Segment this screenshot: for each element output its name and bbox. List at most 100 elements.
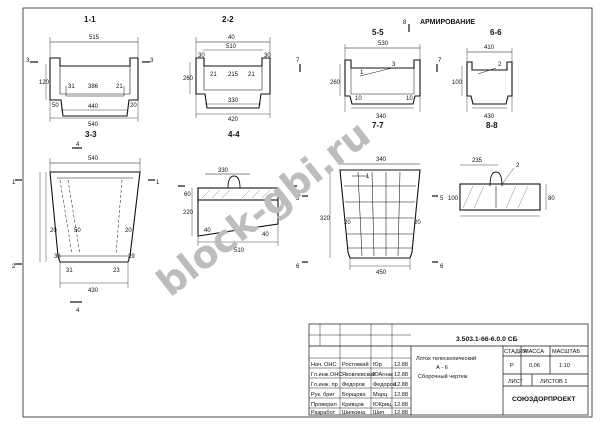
title-line-2: А - 6 xyxy=(436,365,448,371)
dim-21-b: 21 xyxy=(210,72,217,78)
dim-23: 23 xyxy=(113,268,120,274)
dim-430-b: 430 xyxy=(88,288,99,294)
dim-40: 40 xyxy=(228,35,235,41)
dim-330: 330 xyxy=(228,98,239,104)
mark-4-bottom: 4 xyxy=(76,308,80,314)
sheets-label: ЛИСТОВ 1 xyxy=(540,379,567,385)
role-5: Разработ xyxy=(311,410,336,416)
mark-3-left: 3 xyxy=(26,58,30,64)
pos-3: 3 xyxy=(392,62,396,68)
arm-label: АРМИРОВАНИЕ xyxy=(420,19,475,26)
dim-20: 20 xyxy=(130,103,137,109)
dim-510: 510 xyxy=(226,44,237,50)
date-3: 12.88 xyxy=(394,392,408,398)
dim-440: 440 xyxy=(88,104,99,110)
dim-40-b: 40 xyxy=(204,228,211,234)
dim-21: 21 xyxy=(116,84,123,90)
title-2-2: 2-2 xyxy=(222,15,234,24)
dim-420: 420 xyxy=(228,117,239,123)
stage-value: Р xyxy=(510,363,514,369)
dim-120: 120 xyxy=(39,80,50,86)
date-0: 12.88 xyxy=(394,362,408,368)
sheet-label: ЛИСТ xyxy=(508,379,524,385)
dim-320: 320 xyxy=(320,216,331,222)
mark-3-right: 3 xyxy=(150,58,154,64)
role-1: Гл.инж.ОНС xyxy=(311,372,342,378)
drawing-code: 3.503.1-66-6.0.0 СБ xyxy=(456,336,518,343)
pos-2: 2 xyxy=(498,62,502,68)
dim-50: 50 xyxy=(52,103,59,109)
dim-510-b: 510 xyxy=(234,248,245,254)
date-2: 12.88 xyxy=(394,382,408,388)
title-1-1: 1-1 xyxy=(84,15,96,24)
name-0: Ростовкий xyxy=(342,361,369,368)
role-3: Рук. бриг xyxy=(311,392,335,398)
name-4: Кривцов xyxy=(342,402,364,408)
date-4: 12.88 xyxy=(394,402,408,408)
section-6-6 xyxy=(408,24,513,112)
dim-20-d: 20 xyxy=(344,220,351,226)
title-6-6: 6-6 xyxy=(490,28,502,37)
title-8-8: 8-8 xyxy=(486,121,498,130)
organization: СОЮЗДОРПРОЕКТ xyxy=(512,396,576,403)
col-mass: МАССА xyxy=(524,349,544,355)
dim-100-b: 100 xyxy=(448,196,459,202)
dim-10: 10 xyxy=(355,96,362,102)
mark-4-top: 4 xyxy=(76,142,80,148)
section-7-7 xyxy=(302,163,438,270)
dim-330-b: 330 xyxy=(218,168,229,174)
title-4-4: 4-4 xyxy=(228,130,240,139)
dim-260: 260 xyxy=(183,76,194,82)
dim-260-b: 260 xyxy=(330,80,341,86)
name-2: Федоров xyxy=(342,382,365,388)
section-3-3 xyxy=(15,147,155,303)
dim-100: 100 xyxy=(452,80,463,86)
dim-450: 450 xyxy=(376,270,387,276)
title-line-1: Лоток телескопический xyxy=(416,355,476,362)
signature-1: ЮАгнак xyxy=(373,372,393,378)
dim-10-b: 10 xyxy=(406,96,413,102)
dim-386: 386 xyxy=(88,84,99,90)
role-2: Гл.инж. пр xyxy=(311,382,338,388)
mark-7-right: 7 xyxy=(438,58,442,64)
col-scale: МАСШТАБ xyxy=(552,349,580,355)
dim-29: 29 xyxy=(128,254,135,260)
mark-6-left: 6 xyxy=(296,264,300,270)
dim-235: 235 xyxy=(472,158,483,164)
dim-215: 215 xyxy=(228,72,239,78)
dim-20-b: 20 xyxy=(125,228,132,234)
section-1-1 xyxy=(30,37,150,122)
dim-31-b: 31 xyxy=(66,268,73,274)
mark-5-right: 5 xyxy=(440,196,444,202)
date-1: 12.88 xyxy=(394,372,408,378)
dim-340-b: 340 xyxy=(376,157,387,163)
title-7-7: 7-7 xyxy=(372,121,384,130)
title-block-text: 3.503.1-66-6.0.0 СБ Лоток телескопически… xyxy=(311,336,580,416)
dim-430: 430 xyxy=(484,114,495,120)
pos-2-b: 2 xyxy=(516,163,520,169)
dim-30: 30 xyxy=(198,53,205,59)
dim-40-c: 40 xyxy=(262,232,269,238)
mark-2-left: 2 xyxy=(12,264,16,270)
signature-0: Юр xyxy=(373,362,382,368)
signature-2: Федоров xyxy=(373,382,396,388)
dim-80: 80 xyxy=(548,196,555,202)
mark-1-left: 1 xyxy=(12,180,16,186)
section-4-4 xyxy=(178,173,297,246)
arm-mark: 8 xyxy=(403,20,407,26)
dim-515: 515 xyxy=(89,35,100,41)
dim-60: 60 xyxy=(184,192,191,198)
date-5: 12.88 xyxy=(394,410,408,416)
sheet-frame xyxy=(22,7,593,418)
mark-1-right: 1 xyxy=(156,180,160,186)
dim-30-b: 30 xyxy=(264,53,271,59)
role-0: Нач. ОНС xyxy=(311,362,336,368)
dim-50-b: 50 xyxy=(74,228,81,234)
signature-4: ЮКриц xyxy=(373,402,392,408)
mass-value: 0,06 xyxy=(529,363,540,369)
dim-530: 530 xyxy=(378,41,389,47)
dim-220: 220 xyxy=(183,210,194,216)
scale-value: 1:10 xyxy=(559,363,570,369)
col-stage: СТАДИЯ xyxy=(504,349,527,355)
